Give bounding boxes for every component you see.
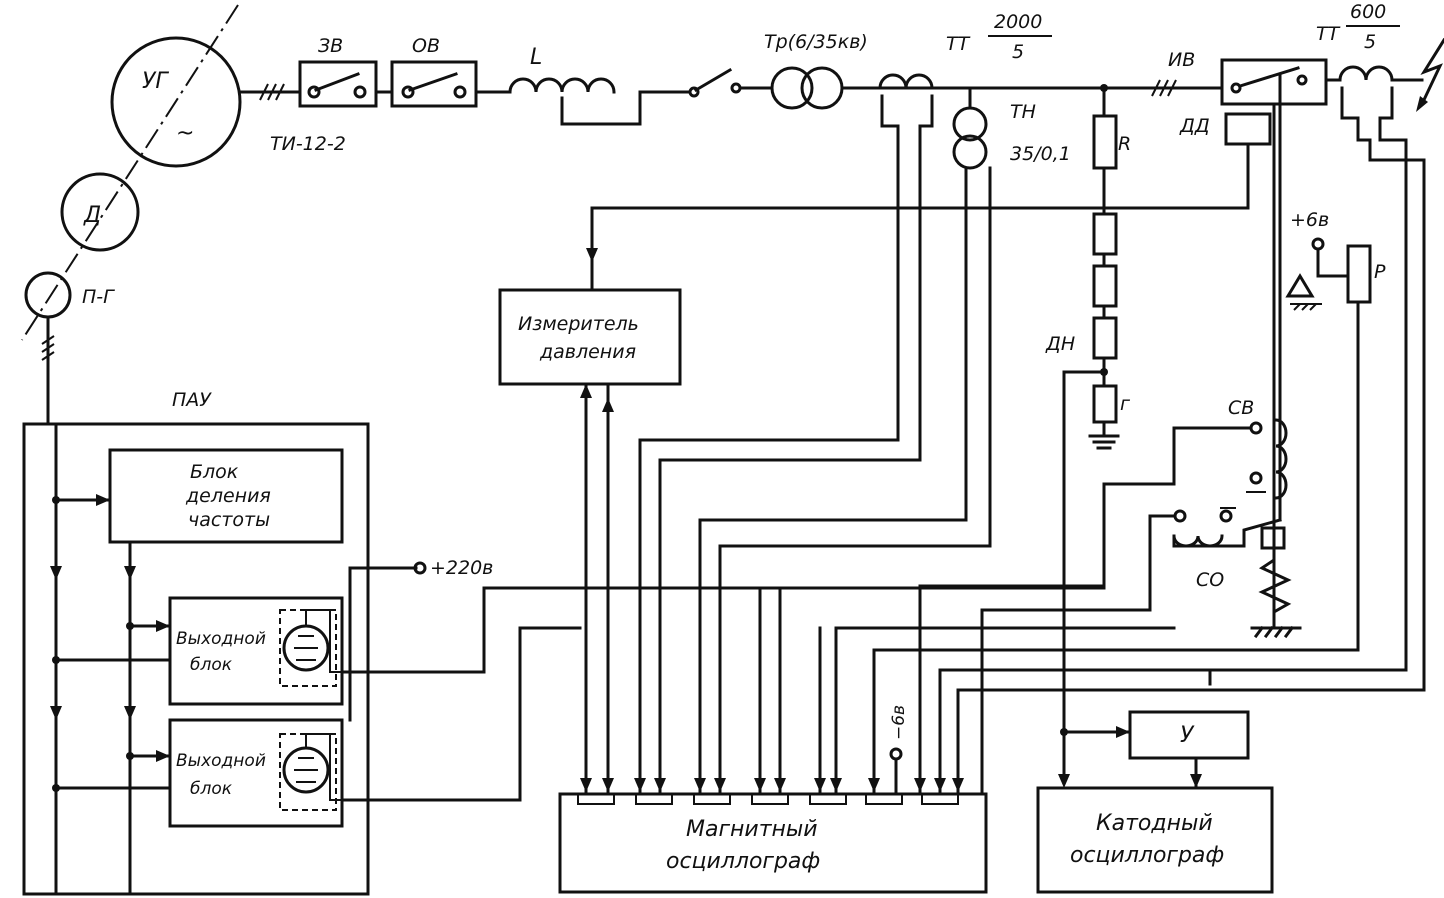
- transformer-label: Тр(6/35кв): [764, 31, 868, 53]
- pilot-generator-circle: [24, 271, 72, 319]
- cathode-osc-line1: Катодный: [1096, 811, 1213, 836]
- pressure-meter-block: [498, 288, 682, 386]
- motor-circle: [60, 172, 140, 252]
- pressure-sensor-box: [1224, 112, 1272, 146]
- output-block-2-line1: Выходной: [176, 751, 266, 771]
- resistor-r: [1092, 114, 1118, 170]
- ct2-ratio-numerator: 600: [1350, 1, 1386, 23]
- co-label: СО: [1196, 569, 1224, 591]
- freq-divider-block: [108, 448, 344, 544]
- current-transformer-2: ТТ 600 5: [1316, 1, 1444, 142]
- resistor-divider-chain: R ДН г: [1045, 84, 1131, 782]
- transformer-6-35: Тр(6/35кв): [764, 31, 868, 110]
- generator-circle: [110, 36, 242, 168]
- vt-ratio: 35/0,1: [1010, 143, 1071, 165]
- output-block-1-line2: блок: [190, 655, 233, 675]
- generator-group: УГ ~ Д П-Г: [21, 4, 242, 341]
- generator-label: УГ: [142, 69, 169, 94]
- ct2-label: ТТ: [1316, 23, 1341, 45]
- ct1-label: ТТ: [946, 33, 971, 55]
- reactor-coil: [508, 77, 616, 94]
- output-block-2: [168, 718, 344, 828]
- cathode-osc-line2: осциллограф: [1070, 843, 1224, 868]
- test-breaker-box: [1220, 58, 1328, 106]
- cable-mark: [259, 83, 285, 101]
- small-r-label: г: [1120, 393, 1131, 415]
- amplifier-block: [1128, 710, 1250, 760]
- mag-osc-line1: Магнитный: [686, 817, 818, 842]
- test-breaker-iv: ИВ ДД: [1151, 49, 1342, 522]
- divider-label: ДН: [1045, 333, 1075, 355]
- breaker-ov-box: [390, 60, 478, 108]
- output-block-1: [168, 596, 344, 706]
- pressure-meter-group: Измеритель давления: [498, 206, 1250, 794]
- cv-co-circuit: СВ СО: [918, 397, 1302, 794]
- pau-group: ПАУ Блок деления частоты Выходной блок В…: [22, 316, 1106, 896]
- current-transformer-1: ТТ 2000 5: [878, 11, 1052, 146]
- vt-label: ТН: [1010, 101, 1036, 123]
- plus6-label: +6в: [1290, 209, 1329, 231]
- pressure-meter-line1: Измеритель: [518, 313, 639, 335]
- cable-label: ТИ-12-2: [270, 133, 346, 155]
- freq-divider-line2: деления: [185, 485, 271, 507]
- pressure-sensor-label: ДД: [1179, 115, 1210, 137]
- relay-p-box: [1346, 244, 1372, 304]
- minus6-terminal: −6в: [889, 705, 909, 794]
- mag-osc-block: [558, 792, 988, 894]
- resistor-r-label: R: [1118, 133, 1131, 155]
- ct2-ratio-denominator: 5: [1364, 31, 1376, 53]
- breaker-3v: ЗВ: [298, 35, 378, 108]
- mag-osc-line2: осциллограф: [666, 849, 820, 874]
- reactor-tap: [560, 90, 692, 126]
- cathode-oscillograph-group: У Катодный осциллограф: [1036, 710, 1274, 894]
- pressure-meter-line2: давления: [539, 341, 636, 363]
- magnetic-oscillograph: Магнитный осциллограф: [558, 792, 988, 894]
- ct1-ratio-numerator: 2000: [994, 11, 1042, 33]
- ct1-ratio-denominator: 5: [1012, 41, 1024, 63]
- freq-divider-line1: Блок: [190, 461, 239, 483]
- mag-osc-input-arrows: [580, 778, 964, 792]
- shaft-axis: [21, 4, 239, 341]
- relay-p-label: Р: [1374, 261, 1386, 283]
- voltage-transformer: ТН 35/0,1: [952, 86, 1071, 188]
- freq-divider-line3: частоты: [188, 509, 270, 531]
- motor-label: Д: [83, 203, 101, 228]
- pau-label: ПАУ: [172, 389, 212, 411]
- cathode-osc-block: [1036, 786, 1274, 894]
- minus6-label: −6в: [889, 705, 909, 740]
- plus220-label: +220в: [430, 557, 493, 579]
- reactor-l: L: [508, 45, 692, 126]
- ac-symbol: ~: [176, 121, 194, 146]
- breaker-3v-label: ЗВ: [318, 35, 343, 57]
- cv-label: СВ: [1228, 397, 1254, 419]
- amplifier-label: У: [1180, 723, 1195, 748]
- breaker-ov: ОВ: [390, 35, 478, 108]
- pilot-generator-label: П-Г: [82, 286, 115, 308]
- reactor-label: L: [530, 45, 542, 70]
- breaker-ov-label: ОВ: [412, 35, 440, 57]
- test-breaker-label: ИВ: [1168, 49, 1195, 71]
- output-block-1-line1: Выходной: [176, 629, 266, 649]
- output-block-2-line2: блок: [190, 779, 233, 799]
- breaker-3v-box: [298, 60, 378, 108]
- fault-lightning-icon: [1420, 37, 1444, 106]
- relay-p-circuit: +6в Р: [872, 209, 1386, 794]
